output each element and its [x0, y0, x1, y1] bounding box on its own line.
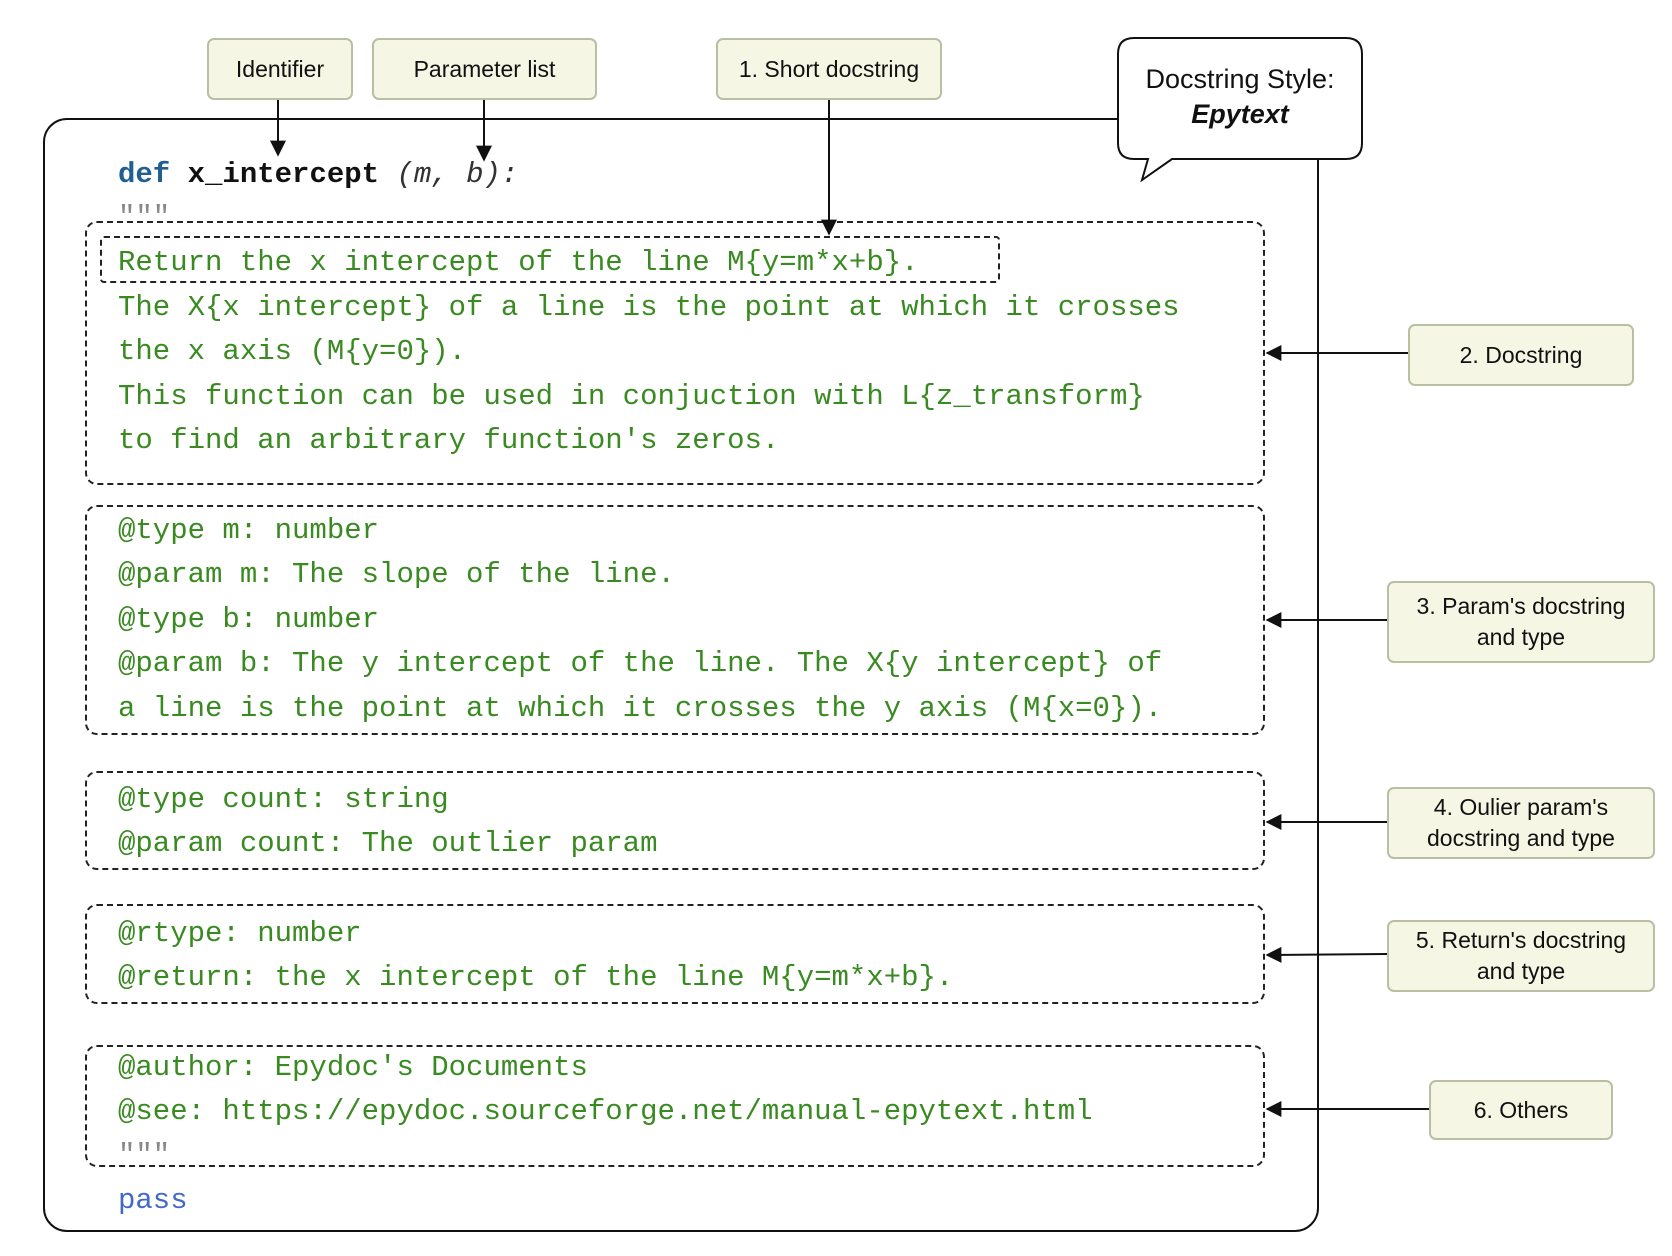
outlier-doc-line: @type count: string: [118, 783, 449, 816]
return-doc-line: @rtype: number: [118, 917, 362, 950]
docstring-style-callout: Docstring Style: Epytext: [1118, 62, 1362, 132]
docstring-line: This function can be used in conjuction …: [118, 380, 1145, 413]
parameter-list-label: Parameter list: [372, 38, 597, 100]
docstring-line: the x axis (M{y=0}).: [118, 335, 467, 368]
pass-keyword: pass: [118, 1184, 188, 1217]
others-section-box: [85, 1045, 1265, 1167]
docstring-section-box: [85, 221, 1265, 485]
return-label: 5. Return's docstring and type: [1387, 920, 1655, 992]
docstring-label: 2. Docstring: [1408, 324, 1634, 386]
docstring-line: The X{x intercept} of a line is the poin…: [118, 291, 1180, 324]
param-doc-line: @param m: The slope of the line.: [118, 558, 675, 591]
short-docstring-label: 1. Short docstring: [716, 38, 942, 100]
params-section-box: [85, 505, 1265, 735]
params-label: 3. Param's docstring and type: [1387, 581, 1655, 663]
other-doc-line: @author: Epydoc's Documents: [118, 1051, 588, 1084]
parameter-list: (m, b):: [396, 158, 519, 191]
param-doc-line: @type b: number: [118, 603, 380, 636]
docstring-close-quotes: """: [118, 1139, 171, 1160]
docstring-style-heading: Docstring Style:: [1145, 64, 1335, 94]
docstring-line: to find an arbitrary function's zeros.: [118, 424, 780, 457]
param-doc-line: a line is the point at which it crosses …: [118, 692, 1163, 725]
return-doc-line: @return: the x intercept of the line M{y…: [118, 961, 954, 994]
docstring-style-name: Epytext: [1191, 99, 1289, 129]
others-label: 6. Others: [1429, 1080, 1613, 1140]
function-code-frame: [43, 118, 1319, 1232]
param-doc-line: @type m: number: [118, 514, 380, 547]
short-docstring-box: [100, 236, 1000, 283]
outlier-doc-line: @param count: The outlier param: [118, 827, 658, 860]
return-section-box: [85, 904, 1265, 1004]
def-keyword: def: [118, 158, 171, 191]
identifier-label: Identifier: [207, 38, 353, 100]
param-doc-line: @param b: The y intercept of the line. T…: [118, 647, 1163, 680]
outlier-section-box: [85, 771, 1265, 870]
docstring-open-quotes: """: [118, 201, 171, 220]
outlier-label: 4. Oulier param's docstring and type: [1387, 787, 1655, 859]
function-signature: def x_intercept (m, b):: [118, 157, 518, 193]
function-identifier: x_intercept: [187, 158, 380, 191]
short-docstring-line: Return the x intercept of the line M{y=m…: [118, 246, 919, 279]
other-doc-line: @see: https://epydoc.sourceforge.net/man…: [118, 1095, 1093, 1128]
